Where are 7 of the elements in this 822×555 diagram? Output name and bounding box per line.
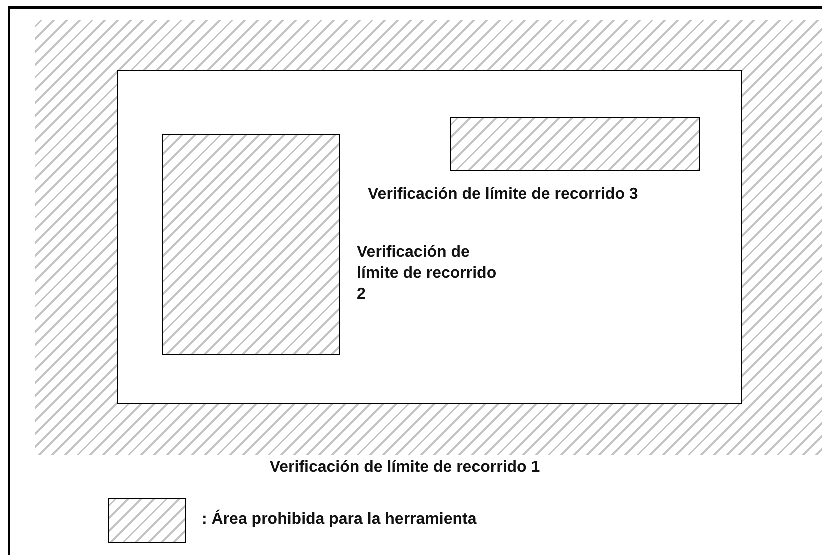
area-caption: Verificación de límite de recorrido 3 [368,185,640,205]
area-caption: Verificación de límite de recorrido 2 [357,243,498,305]
prohibited-area [162,134,340,355]
area-caption: Verificación de límite de recorrido 1 [268,458,542,478]
legend-label: : Área prohibida para la herramienta [202,510,477,530]
prohibited-area [450,117,700,171]
allowed-area [117,70,742,404]
